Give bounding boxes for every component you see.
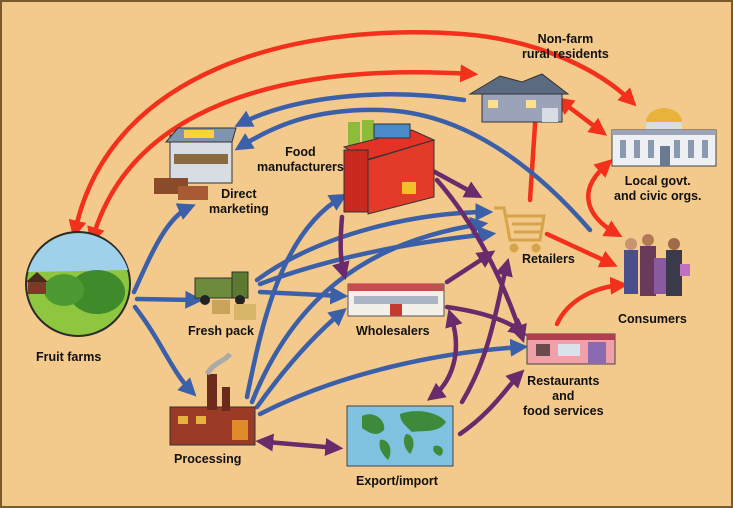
arrow-farms-direct (131, 203, 196, 295)
arrow-fresh-retail (257, 226, 497, 287)
arrow-retail-consumers (544, 231, 618, 268)
consumers-icon (624, 234, 690, 296)
arrow-wholesale-export (426, 308, 463, 401)
label-non-farm-line1: Non-farm (537, 32, 594, 46)
arrow-proc-rest (257, 338, 529, 417)
label-food-manufacturers: Food manufacturers (257, 145, 344, 175)
fresh-pack-icon (194, 271, 256, 320)
arrow-proc-export (255, 433, 344, 456)
arrow-fresh-retail2 (254, 203, 494, 283)
direct-marketing-icon (154, 127, 237, 200)
label-processing: Processing (174, 452, 242, 466)
arrow-nonfarm-govt (555, 96, 608, 136)
food-manufacturers-icon (342, 120, 436, 215)
label-local-govt: Local govt. and civic orgs. (614, 174, 702, 204)
label-consumers: Consumers (618, 312, 687, 326)
export-import-icon (346, 405, 454, 467)
government-building-icon (611, 108, 717, 167)
label-local-govt-line1: Local govt. (624, 174, 691, 188)
label-restaurants-line3: food services (523, 404, 604, 418)
arrow-proc-foodmfr (244, 193, 348, 400)
arrow-govt-consumers (586, 159, 623, 238)
wholesalers-icon (347, 283, 445, 317)
restaurant-icon (526, 333, 616, 365)
label-non-farm: Non-farm rural residents (522, 32, 609, 62)
arrow-rest-consumers (554, 276, 629, 327)
label-wholesalers: Wholesalers (356, 324, 430, 338)
label-restaurants: Restaurants and food services (523, 374, 604, 419)
arrow-farms-fresh (134, 290, 204, 309)
processing-icon (169, 352, 256, 446)
arrow-farms-processing (132, 304, 197, 397)
label-export-import: Export/import (356, 474, 438, 488)
arrow-wholesale-rest (444, 304, 527, 336)
label-direct-marketing: Direct marketing (209, 187, 269, 217)
arrow-wholesale-retail (444, 250, 496, 285)
retailers-icon (494, 206, 546, 253)
fruit-farm-icon (25, 231, 131, 337)
arrow-proc-wholesale (254, 307, 347, 410)
label-direct-marketing-line1: Direct (221, 187, 257, 201)
red-flows (68, 30, 637, 327)
arrow-nonfarm-direct (234, 92, 467, 127)
arrow-consumers-direct (234, 107, 593, 233)
label-local-govt-line2: and civic orgs. (614, 189, 702, 203)
label-fruit-farms: Fruit farms (36, 350, 102, 364)
label-food-manufacturers-line2: manufacturers (257, 160, 344, 174)
label-restaurants-line1: Restaurants (527, 374, 600, 388)
arrow-export-rest (457, 369, 525, 437)
non-farm-house-icon (468, 73, 570, 123)
label-retailers: Retailers (522, 252, 575, 266)
label-fresh-pack: Fresh pack (188, 324, 255, 338)
arrow-export-retail (459, 257, 513, 405)
arrow-mfr-wholesale (332, 214, 350, 281)
blue-flows (131, 92, 593, 417)
label-non-farm-line2: rural residents (522, 47, 609, 61)
arrow-farms-nonfarm (87, 64, 479, 246)
label-direct-marketing-line2: marketing (209, 202, 269, 216)
arrow-proc-retail (249, 216, 489, 405)
label-restaurants-line2: and (552, 389, 575, 403)
arrow-retail-nonfarm (526, 103, 545, 203)
label-food-manufacturers-line1: Food (285, 145, 316, 159)
purple-flows (255, 162, 527, 456)
